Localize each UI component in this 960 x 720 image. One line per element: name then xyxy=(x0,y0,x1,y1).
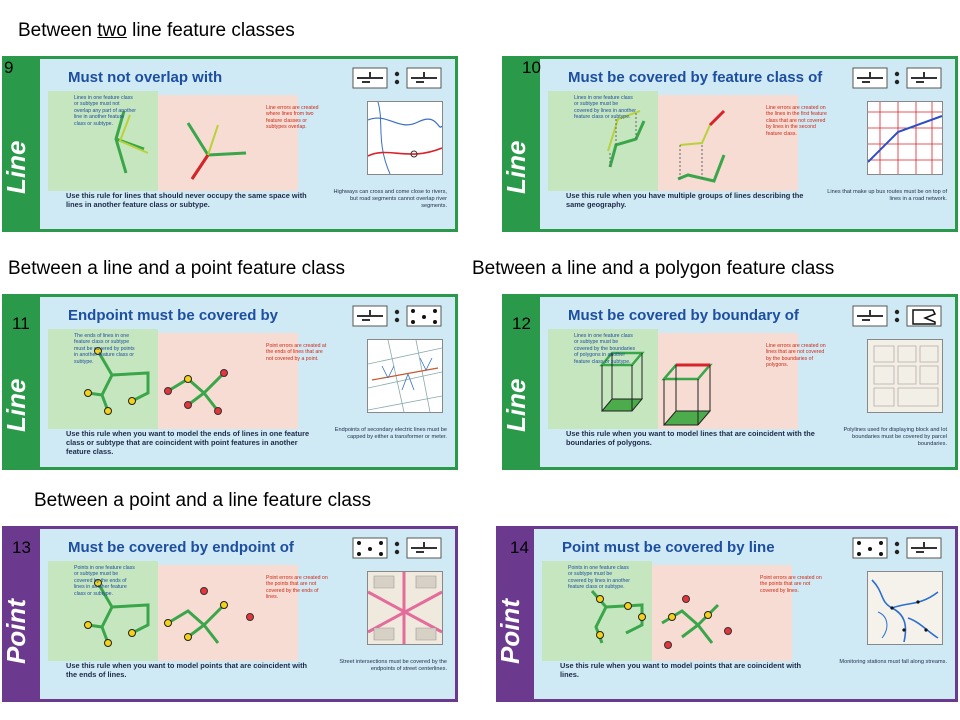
valid-example xyxy=(48,91,158,191)
heading-line-point: Between a line and a point feature class xyxy=(8,258,345,279)
card-number: 12 xyxy=(512,314,531,333)
rule-title: Must not overlap with xyxy=(68,69,223,86)
heading-line-polygon: Between a line and a polygon feature cla… xyxy=(472,258,835,279)
card-tab: Line xyxy=(502,56,538,232)
rule-usage: Use this rule when you have multiple gro… xyxy=(566,191,804,209)
example-map xyxy=(867,101,943,175)
error-example xyxy=(658,333,798,429)
rule-title: Must be covered by feature class of xyxy=(568,69,823,86)
valid-example xyxy=(548,91,658,191)
card-panel: Must be covered by feature class of Line… xyxy=(540,59,955,229)
rule-usage: Use this rule for lines that should neve… xyxy=(66,191,307,209)
rule-usage: Use this rule when you want to model poi… xyxy=(560,661,802,679)
map-caption: Highways can cross and come close to riv… xyxy=(333,189,447,209)
line-symbol-icon xyxy=(357,72,383,83)
rule-card-12: Line Must be covered by boundary of Line… xyxy=(502,294,958,470)
line-symbol-icon xyxy=(857,72,883,83)
tab-label: Line xyxy=(2,378,31,432)
rule-title: Point must be covered by line xyxy=(562,539,775,556)
map-caption: Lines that make up bus routes must be on… xyxy=(827,189,947,202)
tab-label: Line xyxy=(2,140,31,194)
valid-description: Lines in one feature class or subtype mu… xyxy=(574,333,636,365)
line-symbol-icon xyxy=(911,542,937,553)
rule-card-9: Line Must not overlap with Lines in one … xyxy=(2,56,458,232)
rule-usage: Use this rule when you want to model lin… xyxy=(566,429,815,447)
card-number: 10 xyxy=(522,58,541,77)
card-number: 11 xyxy=(12,314,30,333)
error-example xyxy=(652,565,792,661)
rule-symbols xyxy=(851,65,943,91)
card-number: 9 xyxy=(4,58,14,77)
card-number: 13 xyxy=(12,538,31,557)
rule-usage: Use this rule when you want to model poi… xyxy=(66,661,308,679)
tab-label: Line xyxy=(502,378,531,432)
example-map xyxy=(367,339,443,413)
rule-symbols xyxy=(851,303,943,329)
valid-example xyxy=(548,329,658,429)
rule-card-11: Line Endpoint must be covered by The end… xyxy=(2,294,458,470)
error-description: Line errors are created on the lines in … xyxy=(766,105,827,137)
example-map xyxy=(367,101,443,175)
rule-symbols xyxy=(351,303,443,329)
error-example xyxy=(158,565,298,661)
valid-description: Points in one feature class or subtype m… xyxy=(568,565,630,591)
map-caption: Endpoints of secondary electric lines mu… xyxy=(334,427,447,440)
valid-description: Lines in one feature class or subtype mu… xyxy=(574,95,636,121)
line-symbol-icon xyxy=(411,542,437,553)
valid-description: Lines in one feature class or subtype mu… xyxy=(74,95,137,127)
card-panel: Must be covered by endpoint of Points in… xyxy=(40,529,455,699)
map-caption: Polylines used for displaying block and … xyxy=(843,427,947,447)
rule-symbols xyxy=(351,535,443,561)
tab-label: Point xyxy=(2,599,31,664)
error-description: Line errors are created where lines from… xyxy=(266,105,319,131)
card-panel: Must be covered by boundary of Lines in … xyxy=(540,297,955,467)
error-description: Point errors are created on the points t… xyxy=(760,575,822,594)
example-map xyxy=(867,571,943,645)
line-symbol-icon xyxy=(857,310,883,321)
valid-example xyxy=(48,561,158,661)
card-panel: Must not overlap with Lines in one featu… xyxy=(40,59,455,229)
rule-title: Must be covered by endpoint of xyxy=(68,539,294,556)
rule-title: Must be covered by boundary of xyxy=(568,307,799,324)
rule-card-14: Point Point must be covered by line Poin… xyxy=(496,526,958,702)
polygon-symbol-icon xyxy=(912,309,937,325)
tab-label: Point xyxy=(496,599,525,664)
error-description: Line errors are created on lines that ar… xyxy=(766,343,826,369)
error-description: Point errors are created on the points t… xyxy=(266,575,328,601)
map-caption: Street intersections must be covered by … xyxy=(339,659,447,672)
rule-card-10: Line Must be covered by feature class of… xyxy=(502,56,958,232)
valid-description: Points in one feature class or subtype m… xyxy=(74,565,135,597)
line-symbol-icon xyxy=(411,72,437,83)
rule-title: Endpoint must be covered by xyxy=(68,307,279,324)
card-panel: Point must be covered by line Points in … xyxy=(534,529,955,699)
map-caption: Monitoring stations must fall along stre… xyxy=(839,659,947,665)
line-symbol-icon xyxy=(911,72,937,83)
valid-example xyxy=(542,561,652,661)
card-number: 14 xyxy=(510,538,529,557)
error-example xyxy=(158,95,298,191)
heading-two-line-classes: Between two line feature classes xyxy=(18,20,295,41)
rule-symbols xyxy=(351,65,443,91)
example-map xyxy=(367,571,443,645)
card-tab: Line xyxy=(2,56,38,232)
rule-usage: Use this rule when you want to model the… xyxy=(66,429,310,456)
tab-label: Line xyxy=(502,140,531,194)
valid-example xyxy=(48,329,158,429)
heading-point-line: Between a point and a line feature class xyxy=(34,490,371,511)
rule-symbols xyxy=(851,535,943,561)
error-example xyxy=(658,95,798,191)
error-example xyxy=(158,333,298,429)
card-panel: Endpoint must be covered by The ends of … xyxy=(40,297,455,467)
rule-card-13: Point Must be covered by endpoint of Poi… xyxy=(2,526,458,702)
valid-description: The ends of lines in one feature class o… xyxy=(74,333,135,365)
example-map xyxy=(867,339,943,413)
error-description: Point errors are created at the ends of … xyxy=(266,343,327,362)
line-symbol-icon xyxy=(357,310,383,321)
